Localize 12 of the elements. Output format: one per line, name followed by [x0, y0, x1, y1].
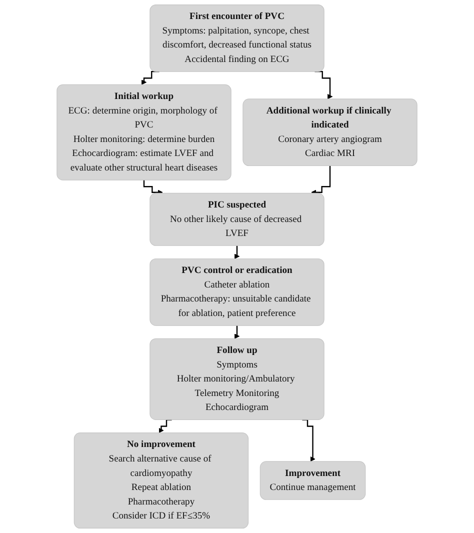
node-box: Initial workup ECG: determine origin, morphology of PVC Holter monitoring: determine burden Echocardiogram: estimate LVEF and evaluate other structural heart diseases: [56, 84, 232, 180]
arrow: [234, 245, 240, 259]
node-box: No improvement Search alternative cause of cardiomyopathy Repeat ablation Pharmacotherapy Consider ICD if EF≤35%: [74, 432, 249, 529]
node-box: Improvement Continue management: [260, 461, 366, 500]
node-box: Follow up Symptoms Holter monitoring/Ambulatory Telemetry Monitoring Echocardiogram: [150, 338, 324, 420]
arrow: [234, 324, 240, 339]
arrow: [143, 179, 163, 195]
node-box: First encounter of PVC Symptoms: palpitation, syncope, chest discomfort, decreased functional status Accidental finding on ECG: [150, 4, 324, 72]
arrow: [311, 165, 331, 195]
node-box: PVC control or eradication Catheter ablation Pharmacotherapy: unsuitable candidate for ablation, patient preference: [150, 258, 324, 326]
node-box: PIC suspected No other likely cause of decreased LVEF: [150, 192, 324, 246]
node-box: Additional workup if clinically indicated Coronary artery angiogram Cardiac MRI: [242, 98, 418, 166]
